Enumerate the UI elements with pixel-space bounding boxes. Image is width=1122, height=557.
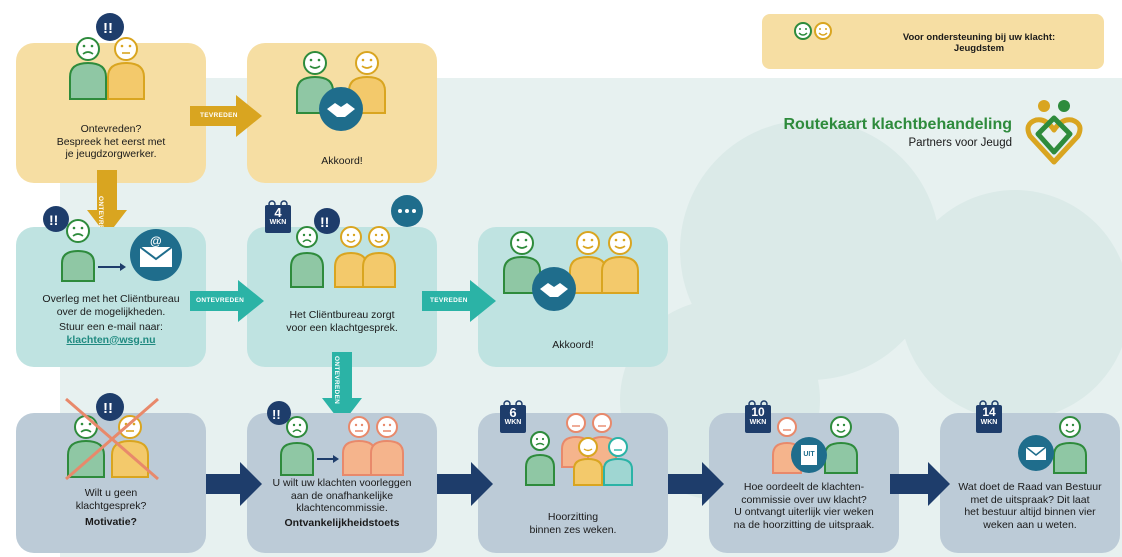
box-start-line3: je jeugdzorgwerker. <box>65 148 157 160</box>
box-gesprek-line1: Het Cliëntbureau zorgt <box>289 309 395 321</box>
svg-text:!!: !! <box>320 214 329 230</box>
weeks-calendar-icon <box>745 400 771 433</box>
box-raad: 14 WKN Wat doet de Raad van Bestuur met … <box>940 400 1120 553</box>
box-raad-line2: met de uitspraak? Dit laat <box>970 493 1090 506</box>
weeks-unit: WKN <box>749 419 767 426</box>
hearing-people-icon <box>525 413 633 486</box>
weeks-number: 10 <box>751 405 765 419</box>
box-gesprek-line2: voor een klachtgesprek. <box>286 321 398 334</box>
box-start-text: Ontevreden? Bespreek het eerst met je je… <box>16 123 206 161</box>
arrow-step-3 <box>668 462 724 506</box>
svg-text:!!: !! <box>103 20 113 37</box>
box-raad-line4: weken aan u weten. <box>983 518 1077 531</box>
box-oordeel-line3: U ontvangt uiterlijk vier weken <box>734 506 874 518</box>
box-hoor-line1: Hoorzitting <box>547 511 599 523</box>
box-start: !! Ontevreden? Bespreek het eerst met je… <box>16 13 206 183</box>
svg-text:!!: !! <box>272 407 281 422</box>
box-gesprek-text: Het Cliëntbureau zorgt voor een klachtge… <box>247 309 437 334</box>
box-raad-text: Wat doet de Raad van Bestuur met de uits… <box>940 481 1120 531</box>
box-agree-1: Akkoord! <box>247 43 437 183</box>
arrow-ontevreden-down-2 <box>322 352 362 424</box>
arrow-ontevreden-down-1 <box>87 170 127 236</box>
box-raad-line1: Wat doet de Raad van Bestuur <box>958 481 1102 493</box>
email-person-icon: !! @ <box>43 206 182 282</box>
two-faces-icon <box>794 22 832 40</box>
weeks-unit: WKN <box>980 419 998 426</box>
arrow-step-2 <box>437 462 493 506</box>
heart-logo-icon <box>1025 100 1083 165</box>
svg-text:!!: !! <box>103 400 113 417</box>
arrow-tevreden-1 <box>190 95 262 137</box>
box-commissie-bold: Ontvankelijkheidstoets <box>284 516 400 529</box>
legend-text: Voor ondersteuning bij uw klacht: Jeugds… <box>862 32 1096 54</box>
people-unhappy-icon: !! <box>69 13 145 100</box>
box-oordeel-line1: Hoe oordeelt de klachten- <box>743 481 865 493</box>
weeks-number: 4 <box>274 205 282 220</box>
decorative-circle <box>900 190 1122 420</box>
box-commissie-line1: U wilt uw klachten voorleggen <box>272 477 412 489</box>
svg-text:!!: !! <box>49 212 58 228</box>
weeks-unit: WKN <box>504 419 522 426</box>
box-commissie-text: U wilt uw klachten voorleggen aan de ona… <box>247 477 437 529</box>
weeks-number: 6 <box>509 405 517 420</box>
weeks-unit: WKN <box>269 219 287 226</box>
box-hoor-text: Hoorzitting binnen zes weken. <box>478 511 668 536</box>
handshake-people-icon <box>296 51 386 131</box>
box-agree-2-text: Akkoord! <box>552 339 594 351</box>
page-title: Routekaart klachtbehandeling <box>783 116 1013 133</box>
box-bureau-text: Overleg met het Cliëntbureau over de mog… <box>16 293 206 346</box>
weeks-calendar-icon <box>500 400 526 433</box>
box-oordeel: 10 WKN UIT Hoe oordeelt de klachten- com… <box>709 400 899 553</box>
box-hoor-line2: binnen zes weken. <box>529 523 617 536</box>
uit-document-label: UIT <box>803 451 815 458</box>
people-talk-icon: !! <box>290 195 423 288</box>
box-bureau: !! @ Overleg met het Cliëntbureau over d… <box>16 206 206 367</box>
people-crossed-icon: !! <box>65 393 159 481</box>
weeks-calendar-icon <box>265 200 291 233</box>
box-gesprek: 4 WKN !! Het Cliëntbureau zorgt voor een… <box>247 195 437 367</box>
box-bureau-line3: Stuur een e-mail naar: <box>59 321 163 333</box>
arrow-step-1 <box>206 462 262 506</box>
legend-box: Voor ondersteuning bij uw klacht: Jeugds… <box>762 14 1104 69</box>
box-agree-1-text: Akkoord! <box>321 155 363 167</box>
box-geen-text: Wilt u geen klachtgesprek? Motivatie? <box>16 487 206 529</box>
box-geen-line2: klachtgesprek? <box>75 499 147 512</box>
box-commissie: !! U wilt uw klachten voorleggen aan de … <box>247 401 437 553</box>
arrow-tevreden-2 <box>422 280 496 322</box>
box-oordeel-line2: commissie over uw klacht? <box>741 493 867 506</box>
box-start-line2: Bespreek het eerst met <box>56 135 166 148</box>
person-to-committee-icon: !! <box>267 401 404 476</box>
box-bureau-line2: over de mogelijkheden. <box>56 305 166 318</box>
box-oordeel-text: Hoe oordeelt de klachten- commissie over… <box>709 481 899 531</box>
box-commissie-line2: aan de onafhankelijke <box>290 489 394 502</box>
verdict-people-icon <box>772 416 858 474</box>
box-bureau-line1: Overleg met het Cliëntbureau <box>42 293 180 305</box>
box-start-line1: Ontevreden? <box>80 123 142 135</box>
arrow-label-ontevreden-2: ONTEVREDEN <box>196 297 245 304</box>
weeks-number: 14 <box>982 405 996 419</box>
legend-line1: Voor ondersteuning bij uw klacht: <box>902 32 1056 43</box>
email-link[interactable]: klachten@wsg.nu <box>66 333 156 346</box>
arrow-step-4 <box>890 462 950 506</box>
box-raad-line3: het bestuur altijd binnen vier <box>964 506 1096 518</box>
svg-text:@: @ <box>150 234 162 248</box>
board-letter-icon <box>1018 416 1087 474</box>
arrow-ontevreden-2 <box>190 280 264 322</box>
box-geen: !! Wilt u geen klachtgesprek? Motivatie? <box>16 393 206 553</box>
box-oordeel-line4: na de hoorzitting de uitspraak. <box>733 518 875 531</box>
box-geen-bold: Motivatie? <box>85 516 137 528</box>
arrow-label-tevreden-2: TEVREDEN <box>430 297 468 304</box>
arrow-label-tevreden-1: TEVREDEN <box>200 112 238 119</box>
weeks-calendar-icon <box>976 400 1002 433</box>
box-agree-2: Akkoord! <box>478 227 668 367</box>
page-subtitle: Partners voor Jeugd <box>908 137 1012 149</box>
legend-line2: Jeugdstem <box>953 43 1005 54</box>
box-hoorzitting: 6 WKN Hoorzitting binnen zes weken. <box>478 400 668 553</box>
box-commissie-line3: klachtencommissie. <box>296 502 388 514</box>
box-geen-line1: Wilt u geen <box>84 487 138 499</box>
handshake-people-icon <box>503 231 639 311</box>
